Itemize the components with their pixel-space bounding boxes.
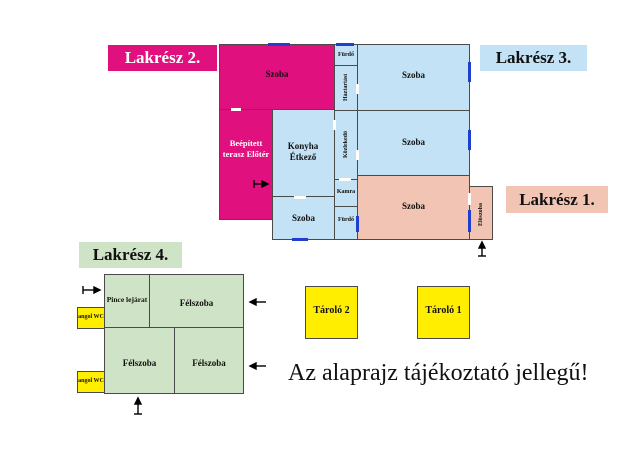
label-tarolo1: Tároló 1 bbox=[425, 304, 462, 316]
room-tarolo1 bbox=[417, 286, 470, 339]
door-opening bbox=[231, 108, 241, 111]
part-tag-4: Lakrész 4. bbox=[79, 242, 182, 268]
part-tag-3: Lakrész 3. bbox=[480, 45, 587, 71]
room-felszoba2 bbox=[104, 327, 175, 394]
label-furdo-top: Fürdő bbox=[337, 52, 354, 59]
label-szoba-pink: Szoba bbox=[265, 69, 289, 80]
room-pince bbox=[104, 274, 150, 328]
door-opening bbox=[339, 178, 351, 181]
door-opening bbox=[356, 84, 359, 94]
entrance-arrow bbox=[133, 396, 143, 405]
door-opening bbox=[294, 196, 306, 199]
label-konyha: Konyha Étkező bbox=[287, 140, 319, 162]
label-beepitett-terasz: Beépített terasz Előtér bbox=[222, 138, 270, 159]
label-felszoba1: Félszoba bbox=[179, 298, 214, 309]
room-tarolo2 bbox=[305, 286, 358, 339]
label-felszoba2: Félszoba bbox=[122, 358, 157, 369]
label-wc1: angol WC bbox=[78, 314, 104, 321]
entrance-arrow bbox=[93, 285, 102, 295]
label-tarolo2: Tároló 2 bbox=[313, 304, 350, 316]
window-mark bbox=[268, 43, 290, 46]
door-opening bbox=[333, 120, 336, 130]
entrance-arrow bbox=[248, 297, 257, 307]
room-eloszoba bbox=[469, 186, 493, 240]
disclaimer-note: Az alaprajz tájékoztató jellegű! bbox=[288, 360, 589, 386]
part-tag-2: Lakrész 2. bbox=[108, 45, 217, 71]
part-tag-1: Lakrész 1. bbox=[506, 186, 608, 213]
room-szoba1 bbox=[357, 175, 470, 240]
window-mark bbox=[468, 210, 471, 232]
room-konyha bbox=[272, 109, 335, 197]
entrance-arrow bbox=[248, 361, 257, 371]
room-felszoba3 bbox=[174, 327, 244, 394]
door-opening bbox=[356, 150, 359, 160]
label-szoba-small: Szoba bbox=[291, 213, 315, 224]
label-felszoba3: Félszoba bbox=[192, 358, 226, 369]
label-szoba3-top: Szoba bbox=[401, 70, 425, 81]
room-beepitett-terasz bbox=[219, 109, 273, 220]
label-kamra: Kamra bbox=[336, 189, 356, 196]
entrance-arrow bbox=[477, 240, 487, 249]
window-mark bbox=[292, 238, 308, 241]
entrance-arrow bbox=[261, 179, 270, 189]
room-wc1 bbox=[77, 307, 105, 329]
window-mark bbox=[468, 62, 471, 82]
door-opening bbox=[468, 193, 471, 205]
label-szoba3-mid: Szoba bbox=[401, 137, 425, 148]
label-szoba1: Szoba bbox=[401, 201, 425, 212]
label-furdo-bottom: Fürdő bbox=[337, 217, 354, 224]
label-pince: Pince lejárat bbox=[106, 295, 148, 305]
room-wc2 bbox=[77, 371, 105, 393]
label-wc2: angol WC bbox=[78, 378, 104, 385]
window-mark bbox=[468, 130, 471, 150]
window-mark bbox=[356, 216, 359, 232]
window-mark bbox=[336, 43, 354, 46]
room-haztartasi bbox=[334, 65, 358, 111]
